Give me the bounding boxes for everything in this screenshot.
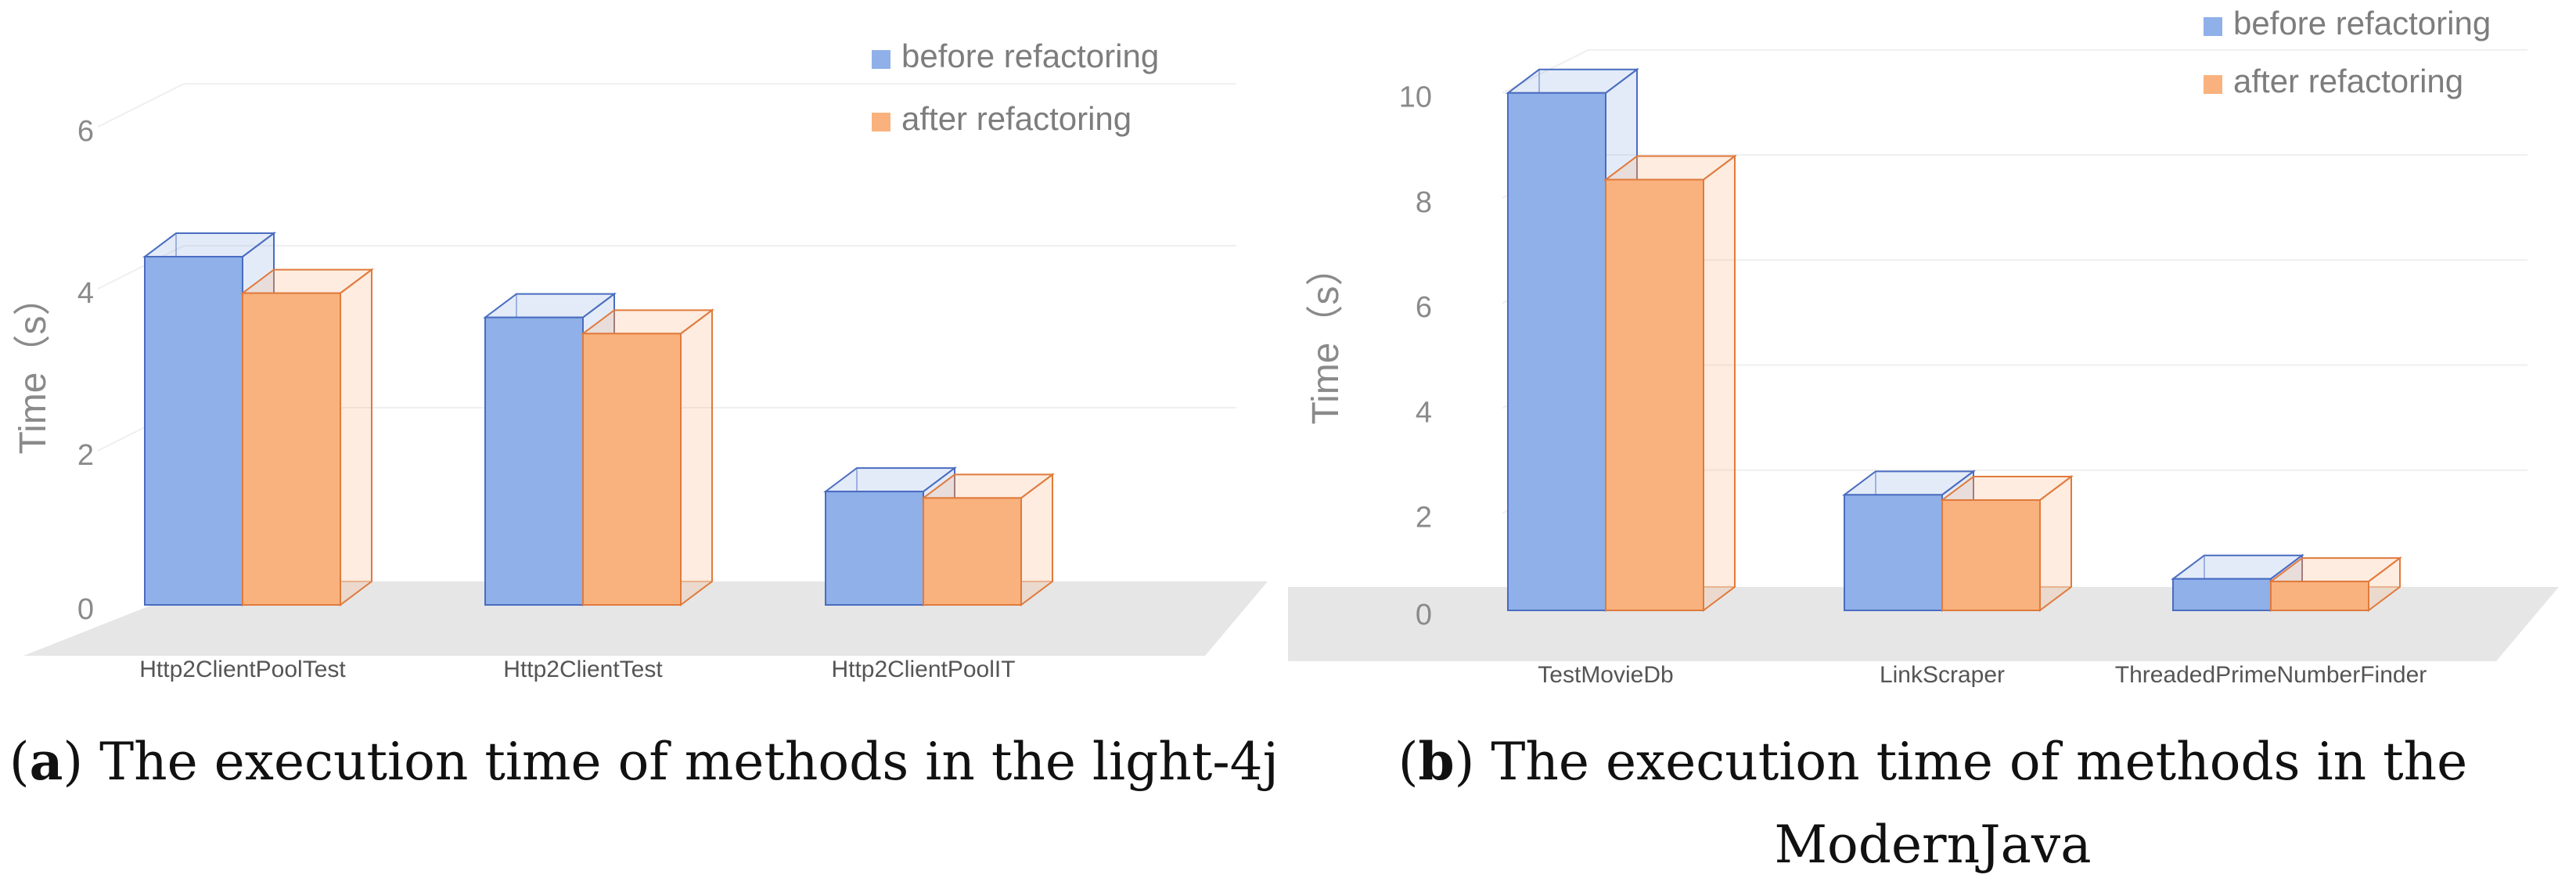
bar-after-Http2ClientTest	[581, 308, 714, 606]
x-tick-label: TestMovieDb	[1538, 662, 1673, 688]
gridline-diagonal	[97, 83, 185, 128]
y-axis-label: Time（s）	[1305, 249, 1347, 425]
bar-front	[1507, 92, 1606, 612]
bar-front	[1605, 178, 1704, 611]
bar-front	[825, 491, 924, 606]
bar-side	[680, 308, 713, 606]
bar-front	[484, 316, 584, 606]
bar-front	[144, 256, 243, 606]
legend-swatch-0	[2204, 17, 2222, 36]
legend-swatch-0	[872, 50, 890, 69]
legend-label-1: after refactoring	[901, 100, 1131, 137]
bar-after-LinkScraper	[1940, 475, 2074, 612]
y-tick-label: 2	[1416, 502, 1432, 534]
bar-side	[340, 268, 372, 606]
bar-side	[1703, 154, 1736, 612]
y-tick-label: 6	[1416, 291, 1432, 324]
bar-before-Http2ClientPoolTest	[142, 232, 276, 606]
caption-a-label: a	[29, 731, 63, 792]
y-tick-label: 6	[77, 115, 94, 148]
gridline-diagonal	[97, 245, 185, 290]
caption-a: (a) The execution time of methods in the…	[9, 731, 1279, 792]
x-tick-label: ThreadedPrimeNumberFinder	[2115, 662, 2427, 688]
legend-label-0: before refactoring	[901, 38, 1159, 74]
bar-front	[1941, 499, 2041, 611]
y-tick-label: 2	[77, 439, 94, 472]
bar-front	[1844, 494, 1943, 611]
y-tick-label: 4	[77, 277, 94, 310]
x-tick-label: LinkScraper	[1880, 662, 2005, 688]
legend-label-1: after refactoring	[2233, 63, 2463, 99]
bar-front	[2172, 578, 2272, 612]
caption-b: (b) The execution time of methods in the…	[1398, 731, 2468, 875]
legend-swatch-1	[2204, 75, 2222, 94]
bar-after-Http2ClientPoolIT	[921, 473, 1055, 606]
x-tick-label: Http2ClientPoolTest	[139, 657, 346, 682]
bar-after-ThreadedPrimeNumberFinder	[2268, 556, 2402, 612]
legend-label-0: before refactoring	[2233, 5, 2491, 41]
y-tick-label: 10	[1399, 81, 1432, 114]
bar-front	[582, 333, 682, 606]
bar-front	[923, 497, 1022, 606]
bar-before-ThreadedPrimeNumberFinder	[2171, 553, 2304, 612]
bar-after-TestMovieDb	[1603, 154, 1737, 612]
y-tick-label: 0	[77, 593, 94, 626]
y-axis-label: Time（s）	[13, 279, 54, 455]
y-tick-label: 0	[1416, 599, 1432, 632]
bar-front	[242, 292, 341, 606]
y-tick-label: 8	[1416, 186, 1432, 219]
caption-b-label: b	[1418, 731, 1455, 792]
legend-swatch-1	[872, 113, 890, 131]
bar-after-Http2ClientPoolTest	[240, 268, 374, 606]
caption-a-text: The execution time of methods in the lig…	[99, 732, 1279, 792]
caption-b-text: The execution time of methods in the Mod…	[1491, 732, 2468, 875]
x-tick-label: Http2ClientTest	[503, 657, 663, 682]
bar-front	[2270, 581, 2369, 611]
y-tick-label: 4	[1416, 396, 1432, 429]
x-tick-label: Http2ClientPoolIT	[831, 657, 1015, 682]
